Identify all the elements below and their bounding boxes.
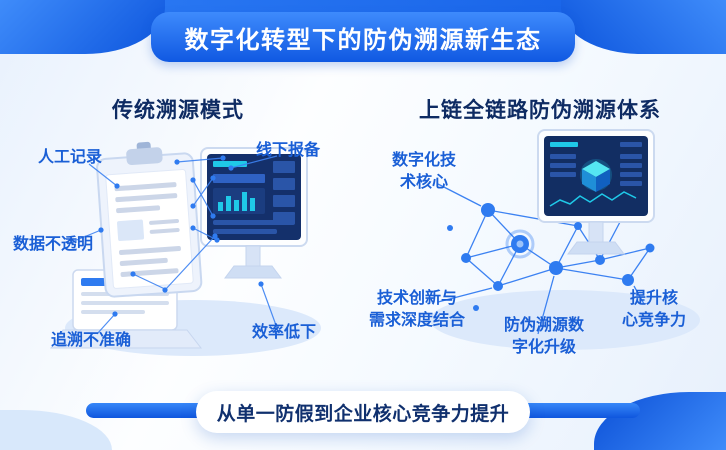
footer-ribbon-right bbox=[518, 403, 640, 418]
dashboard-monitor-illustration bbox=[537, 129, 655, 255]
left-panel-title: 传统溯源模式 bbox=[112, 99, 244, 122]
label-innovation: 技术创新与 需求深度结合 bbox=[368, 290, 465, 329]
label-digital-core: 数字化技 术核心 bbox=[391, 152, 456, 191]
connection-dots bbox=[98, 155, 264, 317]
bottom-right-corner-decoration bbox=[594, 392, 726, 450]
header-banner: 数字化转型下的防伪溯源新生态 bbox=[151, 12, 575, 62]
footer-banner: 从单一防假到企业核心竞争力提升 bbox=[196, 391, 530, 433]
desktop-monitor-illustration bbox=[200, 147, 308, 279]
blockchain-system-illustration bbox=[430, 129, 700, 350]
label-low-efficiency: 效率低下 bbox=[251, 324, 316, 341]
dashboard-base bbox=[567, 241, 625, 255]
monitor-base bbox=[224, 265, 282, 279]
right-panel-title: 上链全链路防伪溯源体系 bbox=[419, 99, 661, 122]
label-opaque-data: 数据不透明 bbox=[12, 236, 93, 253]
label-leader-lines bbox=[437, 183, 645, 335]
monitor-stand bbox=[245, 245, 261, 267]
label-competitiveness: 提升核 心竞争力 bbox=[621, 290, 686, 329]
network-nodes bbox=[447, 203, 655, 311]
messy-connection-lines bbox=[66, 155, 278, 335]
dashboard-stand bbox=[588, 221, 604, 243]
top-left-corner-decoration bbox=[0, 0, 165, 54]
footer-ribbon-left bbox=[86, 403, 208, 418]
label-inaccurate-trace: 追溯不准确 bbox=[50, 332, 131, 349]
label-manual-record: 人工记录 bbox=[37, 149, 102, 166]
top-right-corner-decoration bbox=[561, 0, 726, 54]
label-offline-report: 线下报备 bbox=[255, 142, 320, 159]
footer-text: 从单一防假到企业核心竞争力提升 bbox=[216, 403, 510, 425]
right-platform-shadow bbox=[430, 290, 700, 350]
header-title: 数字化转型下的防伪溯源新生态 bbox=[184, 26, 542, 54]
traditional-mode-illustration bbox=[50, 141, 321, 356]
data-cube-icon bbox=[582, 161, 610, 192]
label-digital-upgrade: 防伪溯源数 字化升级 bbox=[503, 317, 584, 356]
